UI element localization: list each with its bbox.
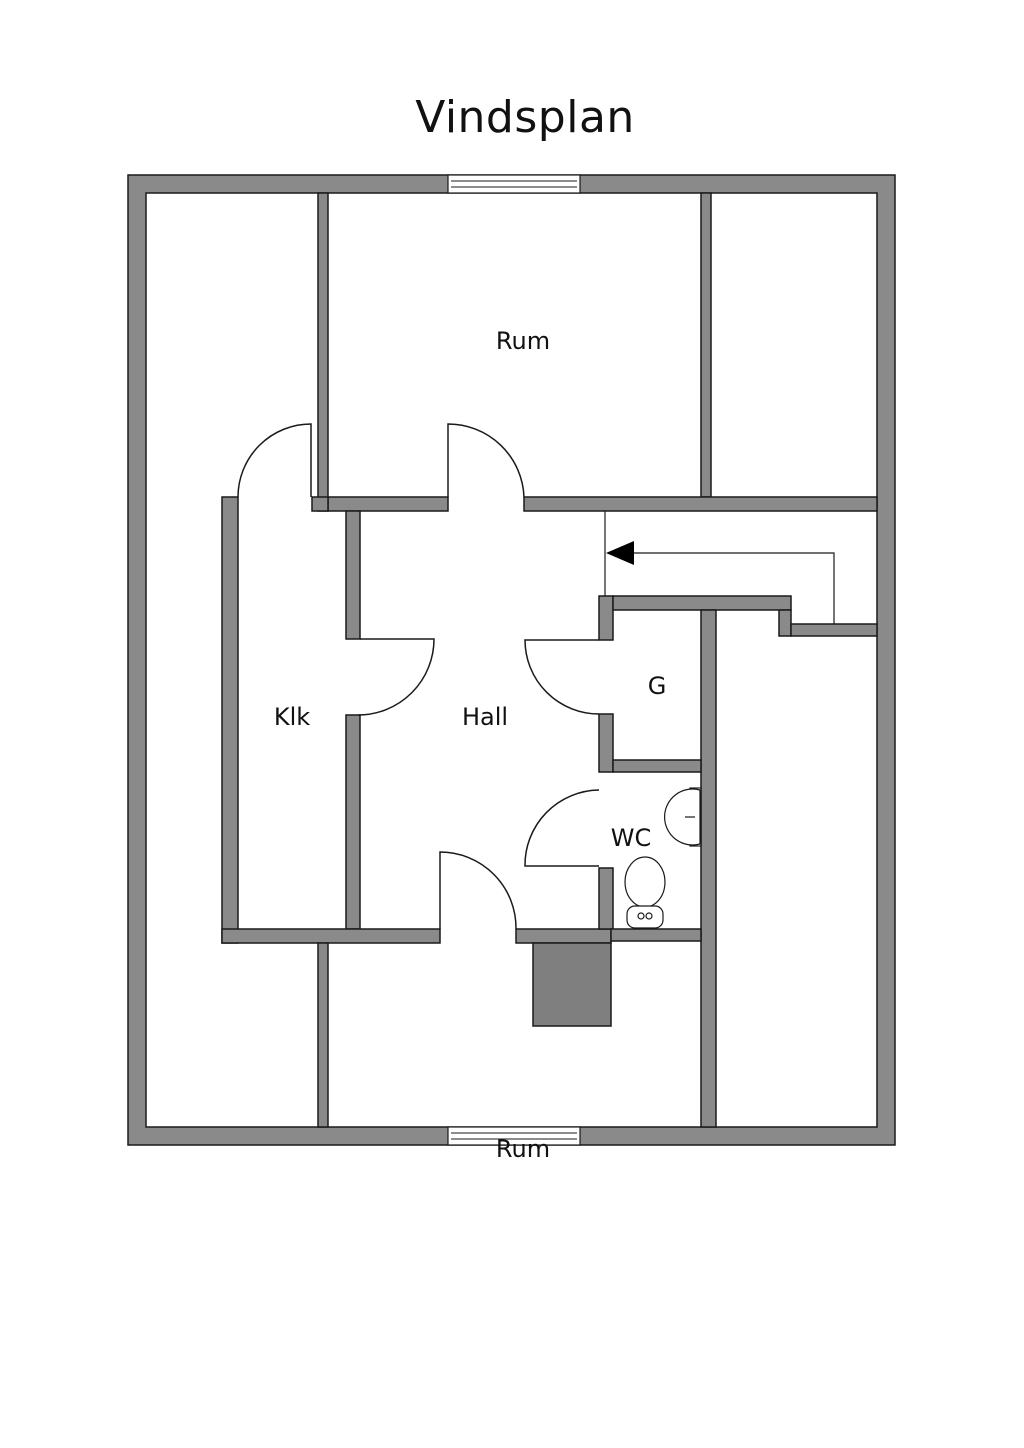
toilet-icon — [624, 856, 666, 929]
interior-walls — [221, 192, 878, 1128]
window-icon — [447, 1126, 581, 1146]
room-label-klk: Klk — [274, 703, 310, 731]
plan-title: Vindsplan — [415, 92, 635, 143]
window-icon — [447, 174, 581, 194]
chimney — [532, 942, 612, 1027]
room-label-rum-top: Rum — [496, 327, 550, 355]
door-swing-icon — [237, 423, 312, 498]
room-label-hall: Hall — [462, 703, 508, 731]
outer-wall — [127, 174, 896, 1146]
door-swing-icon — [439, 851, 517, 930]
door-swing-icon — [524, 789, 600, 867]
stair-arrow-icon — [604, 511, 835, 624]
door-swing-icon — [357, 638, 435, 716]
sink-icon — [663, 787, 702, 847]
door-swing-icon — [447, 423, 525, 498]
door-swing-icon — [524, 639, 600, 715]
room-label-rum-bottom: Rum — [496, 1135, 550, 1163]
room-label-wc: WC — [611, 824, 652, 852]
room-label-g: G — [648, 672, 667, 700]
